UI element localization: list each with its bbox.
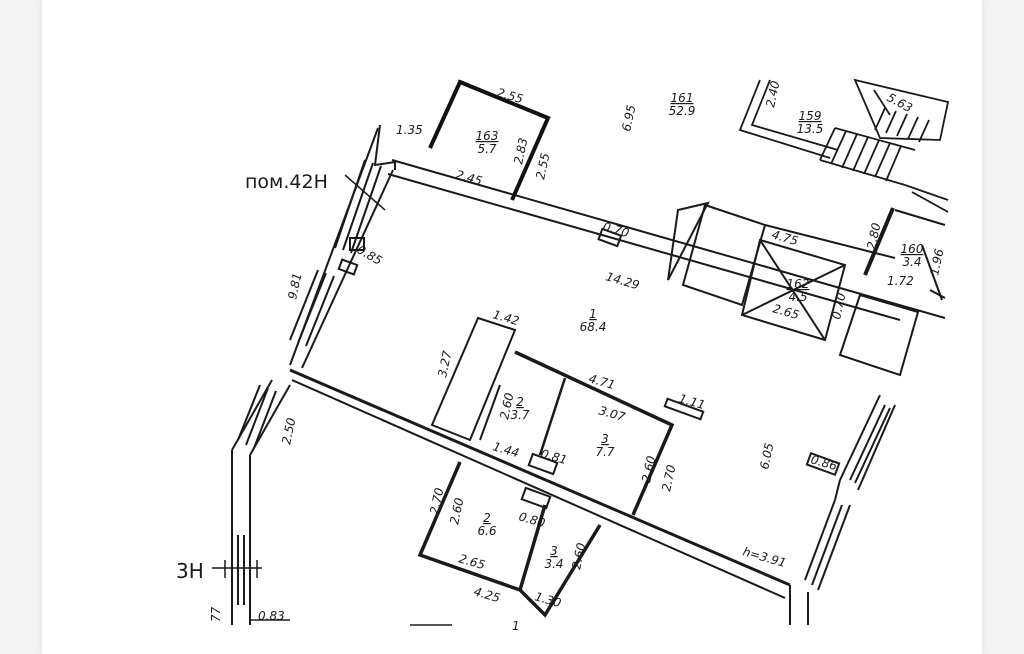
dim: 6.05 xyxy=(757,442,776,471)
svg-text:2: 2 xyxy=(516,395,524,409)
room-labels: 163 5.7 161 52.9 159 13.5 160 3.4 162 4.… xyxy=(476,91,924,571)
drawing-sheet: 163 5.7 161 52.9 159 13.5 160 3.4 162 4.… xyxy=(42,0,982,654)
dim: 1.11 xyxy=(677,391,707,412)
dim: 1.72 xyxy=(887,274,914,288)
room-3-upper-label: 3 7.7 xyxy=(595,432,614,459)
exit-marker xyxy=(212,174,452,626)
dim: 0.85 xyxy=(355,242,385,267)
service-rooms xyxy=(667,201,946,377)
dim: 1.35 xyxy=(396,123,423,137)
room-162-label: 162 4.5 xyxy=(787,277,810,304)
svg-text:2: 2 xyxy=(483,511,491,525)
svg-text:3: 3 xyxy=(601,432,609,446)
dim: 0.70 xyxy=(601,219,631,240)
partitions xyxy=(337,227,841,618)
dim: 0.70 xyxy=(829,291,848,320)
svg-text:3.4: 3.4 xyxy=(544,557,563,571)
dim: 1.42 xyxy=(491,307,521,328)
svg-text:6.6: 6.6 xyxy=(477,524,496,538)
svg-text:5.7: 5.7 xyxy=(477,142,496,156)
dim: 2.70 xyxy=(659,463,678,492)
exit-label: 3Н xyxy=(176,559,204,583)
floor-plan: 163 5.7 161 52.9 159 13.5 160 3.4 162 4.… xyxy=(176,78,950,633)
dimension-labels: 2.55 6.95 2.40 5.63 1.35 2.83 2.55 2.45 … xyxy=(209,79,947,633)
dim: 0.81 xyxy=(539,446,569,467)
dim: 3.27 xyxy=(435,349,454,378)
room-159-label: 159 13.5 xyxy=(797,109,824,136)
dim: 3.07 xyxy=(597,403,627,424)
room-1-label: 1 68.4 xyxy=(580,307,607,334)
svg-text:4.5: 4.5 xyxy=(788,290,807,304)
staircase xyxy=(738,78,950,213)
dim: 2.60 xyxy=(569,541,588,570)
dim: 2.65 xyxy=(771,301,801,322)
dim: 2.70 xyxy=(427,486,446,515)
svg-text:7.7: 7.7 xyxy=(595,445,614,459)
svg-text:3.7: 3.7 xyxy=(510,408,529,422)
dim: 2.80 xyxy=(864,221,883,250)
room-2-lower-label: 2 6.6 xyxy=(477,511,496,538)
dim: 2.45 xyxy=(454,167,484,188)
room-3-lower-label: 3 3.4 xyxy=(544,544,563,571)
room-163-label: 163 5.7 xyxy=(476,129,499,156)
svg-text:13.5: 13.5 xyxy=(797,122,824,136)
svg-text:160: 160 xyxy=(901,242,924,256)
dim: 6.95 xyxy=(619,104,638,133)
walls xyxy=(231,124,946,625)
dim: 77 xyxy=(209,606,223,622)
svg-text:162: 162 xyxy=(787,277,810,291)
dim: 2.40 xyxy=(763,79,782,108)
dim: 0.83 xyxy=(258,609,285,623)
svg-text:52.9: 52.9 xyxy=(669,104,696,118)
premises-label: пом.42Н xyxy=(245,171,328,193)
room-2-upper-label: 2 3.7 xyxy=(510,395,529,422)
dim: 2.50 xyxy=(279,416,298,445)
dim: 1.96 xyxy=(927,247,946,276)
dim: 2.60 xyxy=(447,496,466,525)
svg-text:159: 159 xyxy=(799,109,822,123)
dim: 14.29 xyxy=(604,269,641,292)
room-163-outline xyxy=(428,79,551,201)
dim: 1 xyxy=(512,619,520,633)
svg-text:3.4: 3.4 xyxy=(902,255,921,269)
svg-text:161: 161 xyxy=(671,91,694,105)
dim: 2.83 xyxy=(511,137,530,166)
svg-text:3: 3 xyxy=(550,544,558,558)
svg-text:68.4: 68.4 xyxy=(580,320,607,334)
dim: 2.55 xyxy=(533,152,552,181)
dim: 2.60 xyxy=(639,454,658,483)
room-161-label: 161 52.9 xyxy=(669,91,696,118)
svg-text:163: 163 xyxy=(476,129,499,143)
room-160-label: 160 3.4 xyxy=(901,242,924,269)
dim: 2.60 xyxy=(497,391,516,420)
dim: 5.63 xyxy=(885,90,915,115)
dim: 4.25 xyxy=(472,584,502,605)
svg-text:1: 1 xyxy=(589,307,597,321)
dim: 9.81 xyxy=(285,272,304,301)
